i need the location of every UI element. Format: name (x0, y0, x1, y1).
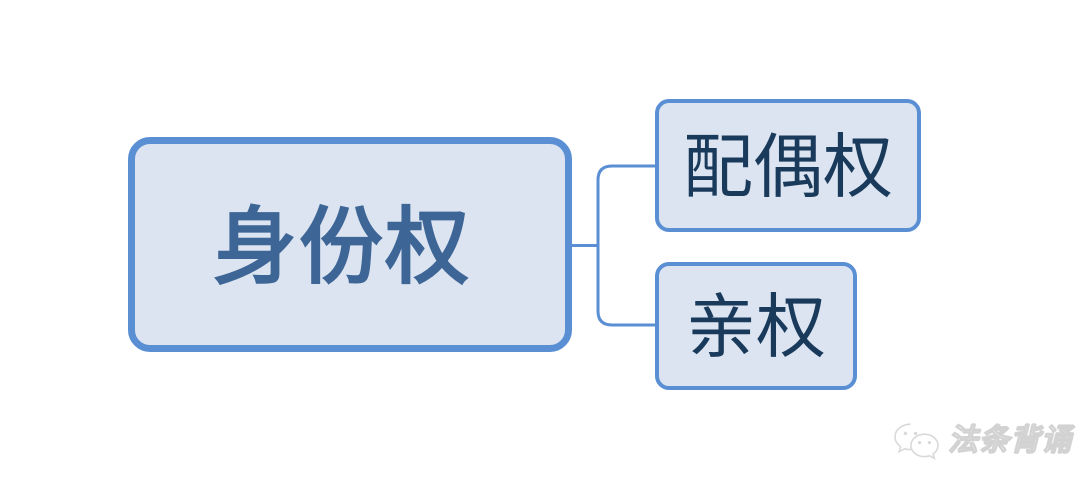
node-child-spousal-right[interactable]: 配偶权 (655, 99, 921, 232)
watermark: 法条背诵 (893, 421, 1072, 461)
node-child-parental-right[interactable]: 亲权 (655, 262, 857, 390)
watermark-text: 法条背诵 (948, 423, 1072, 458)
connector-branch-1 (596, 164, 655, 246)
node-child-1-label: 配偶权 (683, 125, 893, 208)
node-root[interactable]: 身份权 (128, 137, 572, 352)
node-child-2-label: 亲权 (686, 286, 826, 368)
wechat-icon (894, 423, 939, 460)
connector-branch-2 (596, 245, 655, 327)
node-root-label: 身份权 (212, 197, 471, 296)
